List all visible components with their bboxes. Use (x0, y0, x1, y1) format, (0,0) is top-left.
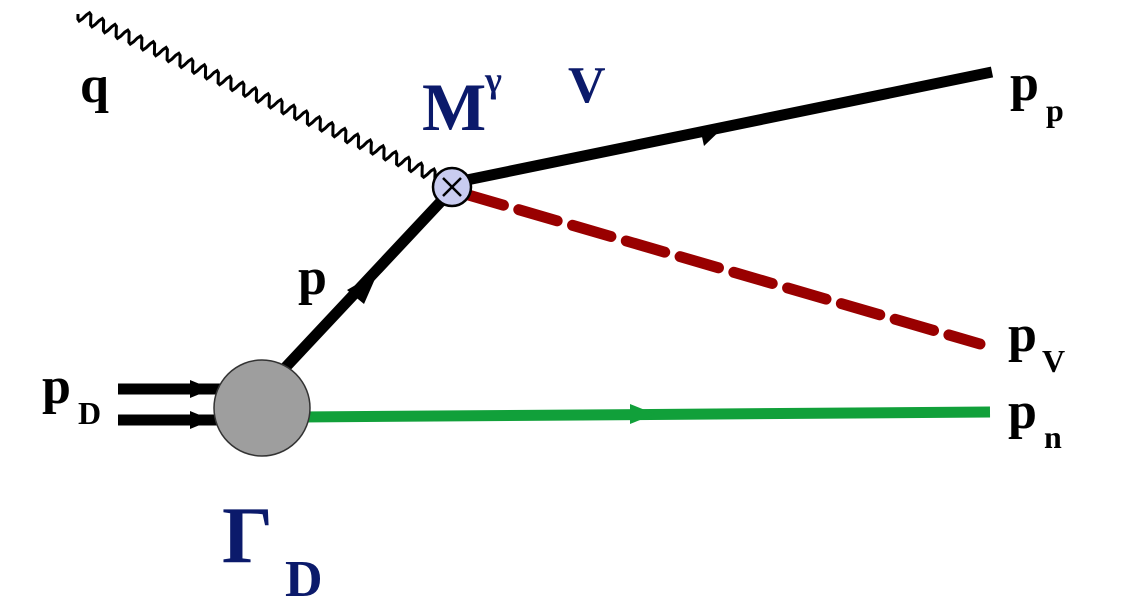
vector-meson-line (459, 188, 986, 350)
proton-internal-arrow (347, 272, 378, 304)
vertex-label-main: M (422, 69, 486, 145)
vertex-label-sup-v: V (568, 57, 606, 114)
proton-outgoing-arrow (700, 123, 728, 146)
proton-out-label-sub: p (1046, 92, 1064, 128)
neutron-arrow (630, 404, 655, 424)
deuteron-arrow-upper (190, 380, 212, 398)
vertex-cross-stroke-2 (442, 177, 462, 197)
vector-out-label-main: p (1008, 306, 1037, 363)
proton-internal-label: p (298, 249, 327, 306)
vertex-label-sup-gamma: γ (484, 60, 502, 100)
deuteron-vertex-blob (213, 359, 311, 457)
deuteron-label-sub: D (78, 395, 101, 431)
deuteron-label-main: p (42, 358, 71, 415)
vector-out-label-sub: V (1042, 343, 1065, 379)
neutron-out-label-sub: n (1044, 419, 1062, 455)
gamma-label-main: Γ (222, 492, 273, 580)
proton-outgoing-line (460, 66, 994, 187)
deuteron-arrow-lower (190, 411, 212, 429)
proton-out-label-main: p (1010, 55, 1039, 112)
gamma-label-sub: D (285, 551, 323, 608)
photon-wavy-line (76, 10, 437, 182)
neutron-out-label-main: p (1008, 383, 1037, 440)
photon-label: q (80, 57, 109, 114)
